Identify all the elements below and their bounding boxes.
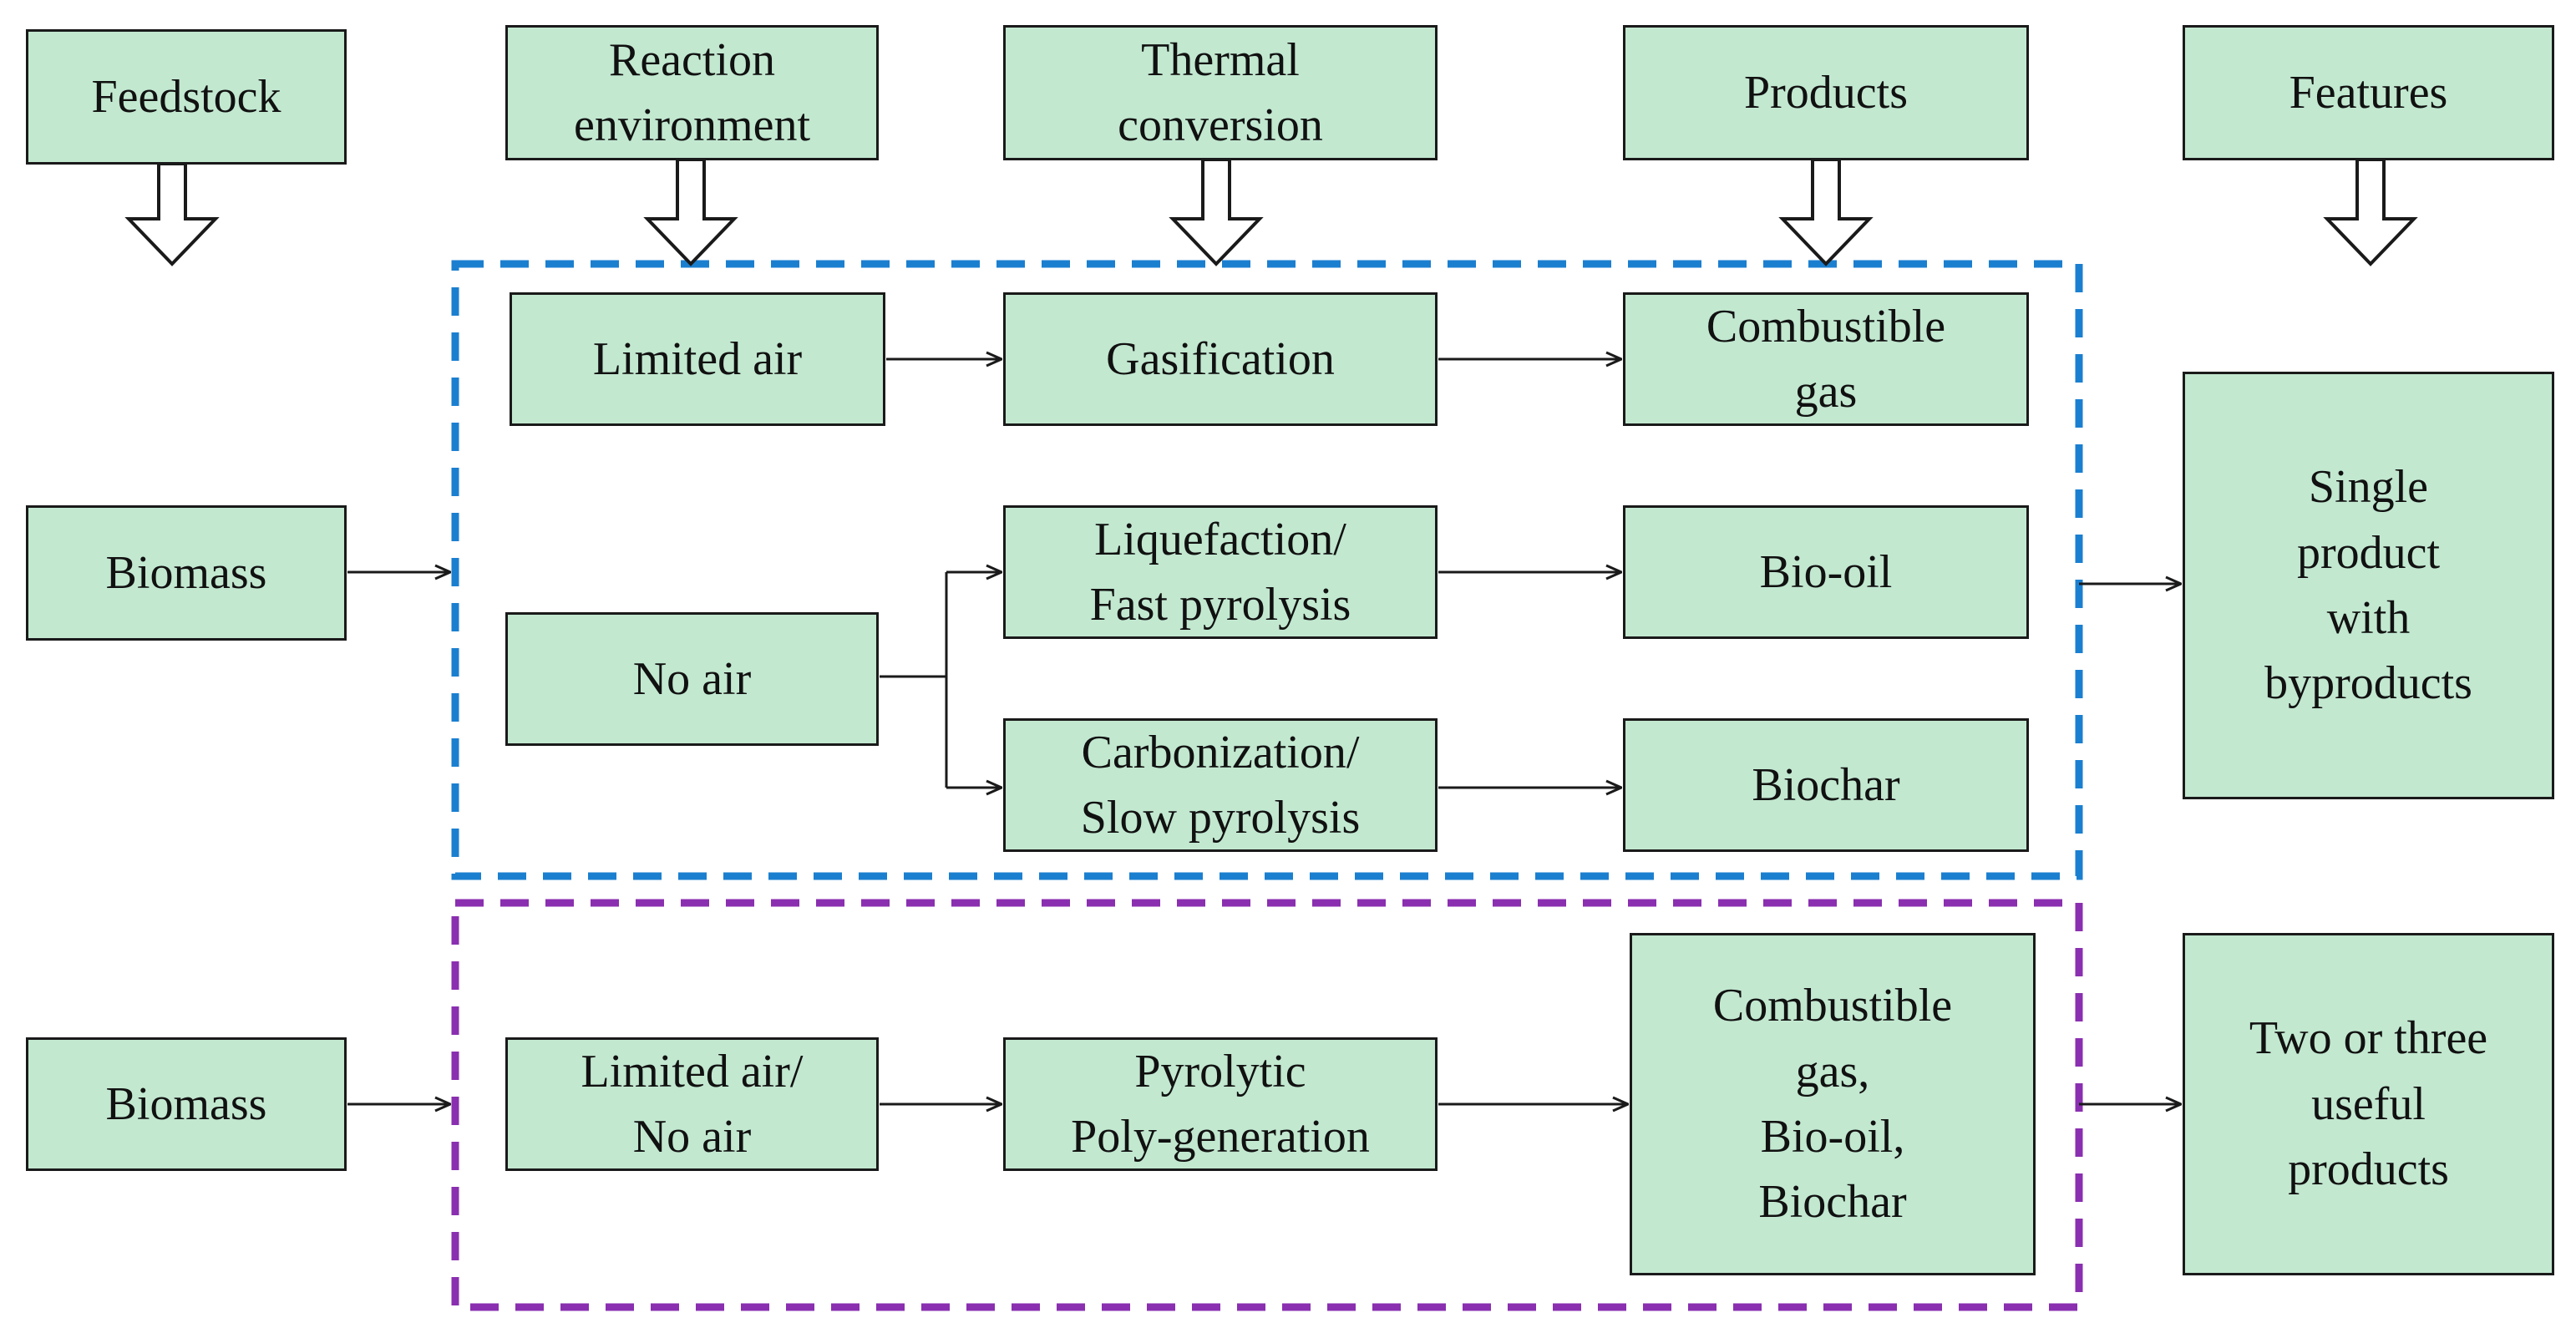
biochar-box: Biochar: [1623, 718, 2029, 852]
carbonization-slow-pyrolysis-box: Carbonization/ Slow pyrolysis: [1003, 718, 1438, 852]
combustible-gas-box: Combustible gas: [1623, 292, 2029, 426]
poly-biomass-box: Biomass: [26, 1037, 347, 1171]
no-air-box: No air: [505, 612, 879, 746]
limited-air-box: Limited air: [510, 292, 885, 426]
reaction-environment-down-arrow-icon: [643, 158, 738, 266]
poly-products-box: Combustible gas, Bio-oil, Biochar: [1630, 933, 2036, 1275]
products-down-arrow-icon: [1778, 158, 1874, 266]
header-features: Features: [2183, 25, 2554, 160]
single-product-group-frame: [451, 260, 2083, 880]
thermal-conversion-down-arrow-icon: [1169, 158, 1264, 266]
feedstock-down-arrow-icon: [124, 162, 220, 266]
header-thermal-conversion: Thermal conversion: [1003, 25, 1438, 160]
header-reaction-environment: Reaction environment: [505, 25, 879, 160]
single-product-feature-box: Single product with byproducts: [2183, 372, 2554, 799]
single-biomass-box: Biomass: [26, 505, 347, 641]
bio-oil-box: Bio-oil: [1623, 505, 2029, 639]
poly-feature-box: Two or three useful products: [2183, 933, 2554, 1275]
features-down-arrow-icon: [2323, 158, 2418, 266]
header-products: Products: [1623, 25, 2029, 160]
pyrolytic-poly-generation-box: Pyrolytic Poly-generation: [1003, 1037, 1438, 1171]
liquefaction-fast-pyrolysis-box: Liquefaction/ Fast pyrolysis: [1003, 505, 1438, 639]
header-feedstock: Feedstock: [26, 29, 347, 165]
limited-air-no-air-box: Limited air/ No air: [505, 1037, 879, 1171]
gasification-box: Gasification: [1003, 292, 1438, 426]
